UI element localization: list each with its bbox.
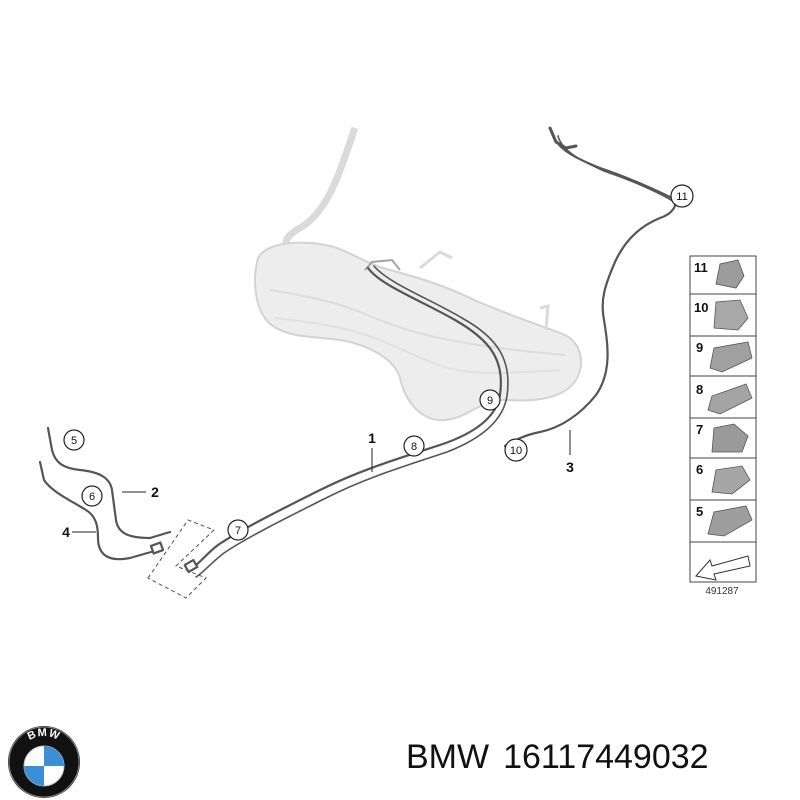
arrow-icon xyxy=(695,555,751,581)
fitting-left xyxy=(149,541,165,555)
svg-text:5: 5 xyxy=(696,504,703,519)
part-label-1: 1 xyxy=(368,430,376,472)
clip-7-icon xyxy=(711,423,749,453)
callout-8: 8 xyxy=(403,435,425,457)
top-connector xyxy=(548,126,578,150)
svg-text:9: 9 xyxy=(487,395,493,407)
svg-text:10: 10 xyxy=(694,300,708,315)
callout-10: 10 xyxy=(504,438,528,462)
svg-text:8: 8 xyxy=(696,382,703,397)
svg-text:11: 11 xyxy=(694,260,708,275)
part-label-2: 2 xyxy=(122,484,159,500)
svg-text:2: 2 xyxy=(151,484,159,500)
legend-item-11: 11 xyxy=(694,259,745,289)
product-caption: BMW 16117449032 xyxy=(406,738,796,788)
svg-text:4: 4 xyxy=(62,524,70,540)
svg-text:7: 7 xyxy=(696,422,703,437)
legend-item-8: 8 xyxy=(696,382,753,415)
part-label-4: 4 xyxy=(62,524,96,540)
fuel-line-1 xyxy=(188,266,502,572)
fuel-line-3 xyxy=(503,130,677,448)
clip-5-icon xyxy=(707,505,753,537)
svg-text:7: 7 xyxy=(235,525,241,537)
legend-item-6: 6 xyxy=(696,462,751,495)
legend-orientation-arrow xyxy=(695,555,751,581)
callout-7: 7 xyxy=(227,519,249,541)
tank-body xyxy=(254,241,583,422)
part-label-3: 3 xyxy=(566,430,574,475)
fuel-line-1-parallel xyxy=(195,265,509,578)
clip-legend: 11 10 9 8 7 6 5 xyxy=(689,255,757,583)
svg-text:6: 6 xyxy=(696,462,703,477)
dashed-zone xyxy=(147,519,215,599)
fuel-lines xyxy=(38,126,677,578)
svg-text:BMW: BMW xyxy=(26,727,62,743)
svg-text:10: 10 xyxy=(510,445,522,457)
clip-6-icon xyxy=(711,465,751,495)
tank-bracket xyxy=(364,258,401,271)
brand-name: BMW xyxy=(406,738,490,776)
clip-10-icon xyxy=(713,299,749,331)
svg-text:11: 11 xyxy=(676,191,687,203)
fuel-line-4 xyxy=(38,460,160,561)
svg-text:8: 8 xyxy=(411,441,417,453)
callout-6: 6 xyxy=(81,485,103,507)
clip-8-icon xyxy=(707,383,753,415)
callout-9: 9 xyxy=(479,389,501,411)
tank-filler-neck xyxy=(282,126,359,255)
part-number: 16117449032 xyxy=(503,738,709,776)
tank-pipe-right xyxy=(539,304,550,331)
tank-ridge xyxy=(269,289,566,356)
fitting-right xyxy=(183,558,199,574)
fuel-tank xyxy=(254,126,583,422)
fuel-line-2 xyxy=(46,426,172,540)
svg-text:1: 1 xyxy=(368,430,376,446)
diagram-reference: 491287 xyxy=(705,586,739,597)
svg-text:9: 9 xyxy=(696,340,703,355)
tank-ridge-lower xyxy=(274,317,561,374)
legend-item-7: 7 xyxy=(696,422,749,453)
legend-item-10: 10 xyxy=(694,299,749,331)
bmw-logo: BMW xyxy=(8,726,80,798)
clip-11-icon xyxy=(715,259,745,289)
callout-5: 5 xyxy=(63,429,85,451)
clip-9-icon xyxy=(709,341,753,373)
legend-item-5: 5 xyxy=(696,504,753,537)
svg-text:6: 6 xyxy=(89,491,95,503)
legend-item-9: 9 xyxy=(696,340,753,373)
svg-text:5: 5 xyxy=(71,435,77,447)
tank-pipe-top xyxy=(419,250,453,270)
svg-text:3: 3 xyxy=(566,459,574,475)
callout-11: 11 xyxy=(670,184,694,208)
